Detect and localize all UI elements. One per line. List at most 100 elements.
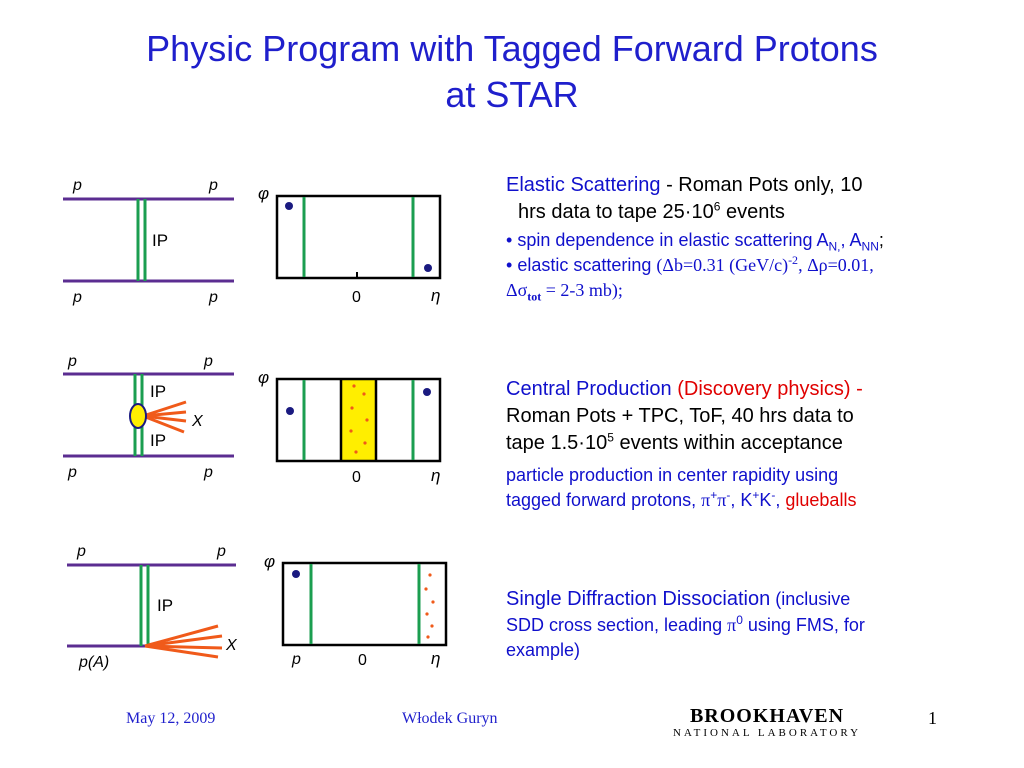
- feynman-central: p p p p IP IP X: [63, 353, 234, 481]
- logo-text-big: BROOKHAVEN: [689, 705, 845, 727]
- elastic-desc-2: hrs data to tape 25·10: [518, 201, 714, 223]
- elastic-bullet-2-cont: Δσtot = 2-3 mb);: [506, 278, 976, 303]
- axis-zero: 0: [352, 289, 361, 306]
- label-pomeron: IP: [152, 231, 168, 250]
- bullet-formula: , Δρ=0.01,: [798, 255, 874, 275]
- superscript: -2: [788, 253, 799, 267]
- bullet-text: , A: [840, 230, 862, 250]
- eta-phi-plot-central: φ η 0: [258, 368, 442, 486]
- central-desc-end: events within acceptance: [613, 432, 843, 454]
- label-p: p: [72, 289, 82, 306]
- proton-dot: [424, 264, 432, 272]
- label-p: p: [67, 353, 77, 370]
- bullet-formula: = 2-3 mb);: [541, 280, 623, 300]
- sdd-heading: Single Diffraction Dissociation: [506, 588, 771, 610]
- proton-dot: [292, 570, 300, 578]
- hadron-line: [144, 644, 219, 659]
- glueballs-highlight: glueballs: [785, 490, 857, 510]
- central-sub-1: particle production in center rapidity u…: [506, 465, 839, 485]
- hadron-line: [142, 400, 187, 418]
- superscript: -: [771, 488, 776, 502]
- footer-author: Włodek Guryn: [402, 710, 498, 727]
- elastic-heading: Elastic Scattering: [506, 174, 661, 196]
- elastic-desc-end: events: [720, 201, 785, 223]
- sdd-line-3: example): [506, 640, 581, 660]
- label-p: p: [208, 177, 218, 194]
- paren: (: [677, 378, 684, 400]
- axis-eta: η: [431, 286, 440, 305]
- central-desc-2: tape 1.5·105 events within acceptance: [506, 430, 976, 457]
- elastic-bullet-2: • elastic scattering (Δb=0.31 (GeV/c)-2,…: [506, 253, 874, 275]
- hadron-line: [144, 644, 223, 650]
- pi-symbol: π: [717, 490, 727, 510]
- pi-symbol: π: [727, 615, 737, 635]
- proton-dot: [286, 407, 294, 415]
- central-heading: Central Production: [506, 378, 678, 400]
- central-sub-text: tagged forward protons,: [506, 490, 702, 510]
- superscript: 5: [607, 430, 614, 445]
- bullet-formula: (Δb=0.31 (GeV/c): [656, 255, 789, 275]
- label-x: X: [191, 413, 204, 430]
- label-p: p: [203, 464, 213, 481]
- sdd-paren: (inclusive: [770, 589, 851, 609]
- label-x: X: [225, 637, 238, 654]
- bullet-formula: Δσ: [506, 280, 528, 300]
- elastic-desc: - Roman Pots only, 10: [660, 174, 863, 196]
- eta-phi-plot-elastic: φ η 0: [258, 184, 442, 306]
- label-pomeron: IP: [157, 596, 173, 615]
- sdd-section: Single Diffraction Dissociation (inclusi…: [506, 586, 976, 663]
- central-hits: [349, 384, 369, 454]
- elastic-exponent: 6: [713, 199, 721, 214]
- forward-hits: [424, 573, 435, 639]
- axis-phi: φ: [258, 368, 269, 387]
- axis-eta: η: [431, 466, 440, 485]
- central-section: Central Production (Discovery physics) -…: [506, 376, 976, 513]
- brookhaven-logo: BROOKHAVEN NATIONAL LABORATORY: [668, 706, 866, 740]
- axis-phi: φ: [258, 184, 269, 203]
- central-desc-1: Roman Pots + TPC, ToF, 40 hrs data to: [506, 405, 854, 427]
- sdd-text: using FMS, for: [742, 615, 865, 635]
- pi-symbol: π: [701, 490, 711, 510]
- central-desc-text: tape 1.5·10: [506, 432, 608, 454]
- proton-dot: [285, 202, 293, 210]
- dash: -: [850, 378, 863, 400]
- elastic-section: Elastic Scattering - Roman Pots only, 10…: [506, 172, 976, 303]
- kaon-text: , K: [730, 490, 753, 510]
- central-region: [341, 380, 376, 460]
- axis-zero: 0: [352, 469, 361, 486]
- axis-phi: φ: [264, 552, 275, 571]
- elastic-line-1: Elastic Scattering - Roman Pots only, 10: [506, 172, 976, 199]
- central-line-1: Central Production (Discovery physics) -: [506, 376, 976, 403]
- superscript: +: [710, 488, 718, 502]
- plot-frame: [275, 194, 442, 280]
- bullet-end: ;: [878, 230, 884, 250]
- label-p: p: [67, 464, 77, 481]
- hadron-line: [142, 414, 185, 434]
- bullet-text: spin dependence in elastic scattering A: [517, 230, 829, 250]
- label-p: p: [291, 651, 301, 668]
- slide-title: Physic Program with Tagged Forward Proto…: [0, 26, 1024, 118]
- hadron-line: [144, 624, 219, 648]
- sdd-text: SDD cross section, leading: [506, 615, 728, 635]
- label-pa: p(A): [78, 654, 109, 671]
- footer-date: May 12, 2009: [126, 710, 216, 727]
- eta-phi-plot-sdd: φ p 0 η: [264, 552, 448, 669]
- vertex-blob: [129, 403, 147, 429]
- bullet-text: elastic scattering: [517, 255, 657, 275]
- page-number: 1: [928, 708, 937, 728]
- label-pomeron: IP: [150, 382, 166, 401]
- label-p: p: [216, 543, 226, 560]
- hadron-line: [142, 414, 187, 423]
- elastic-line-2: hrs data to tape 25·106 events: [506, 199, 976, 226]
- superscript: -: [726, 488, 731, 502]
- title-line-1: Physic Program with Tagged Forward Proto…: [146, 28, 878, 69]
- comma: ,: [775, 490, 786, 510]
- feynman-sdd: p p p(A) IP X: [67, 543, 238, 671]
- superscript: 0: [736, 613, 743, 627]
- subscript: tot: [527, 289, 542, 304]
- proton-dot: [423, 388, 431, 396]
- axis-eta: η: [431, 649, 440, 668]
- discovery-highlight: Discovery physics): [683, 378, 851, 400]
- elastic-bullet-1: • spin dependence in elastic scattering …: [506, 230, 884, 254]
